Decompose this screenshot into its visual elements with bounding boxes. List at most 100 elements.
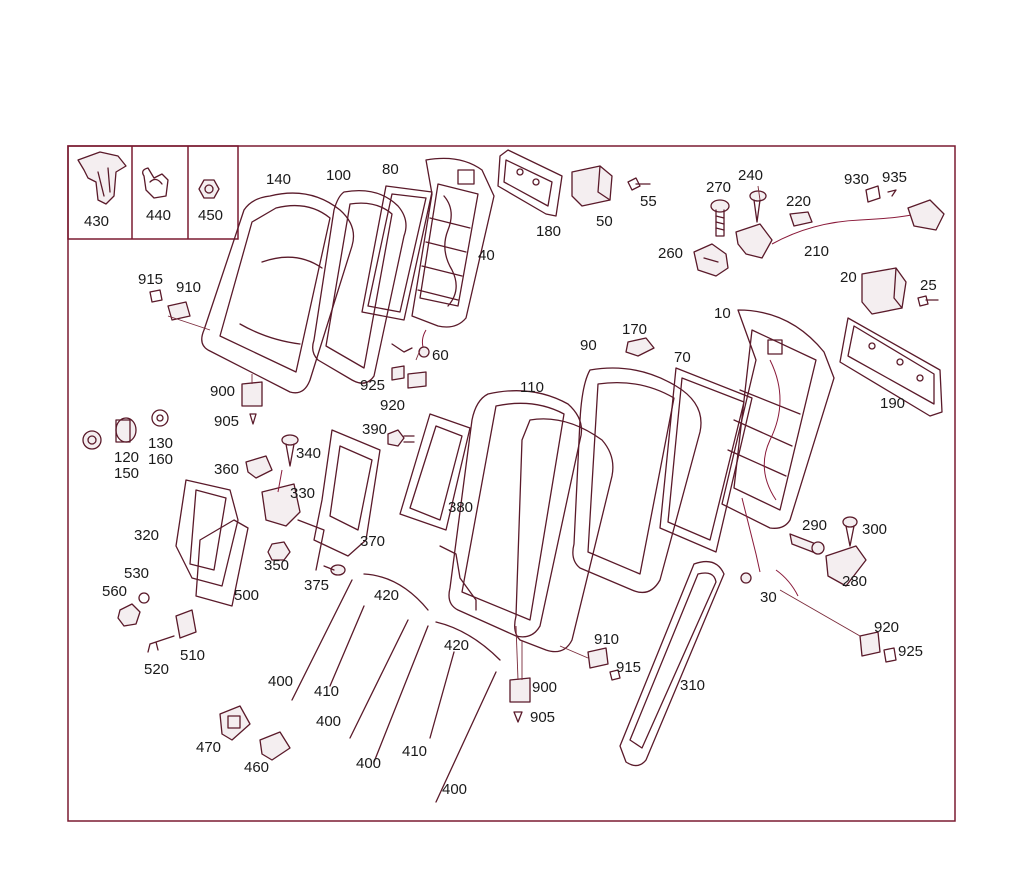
label-240: 240 — [738, 167, 763, 184]
label-400-d: 400 — [442, 781, 467, 798]
label-55: 55 — [640, 193, 657, 210]
label-150: 150 — [114, 465, 139, 482]
label-290: 290 — [802, 517, 827, 534]
label-80: 80 — [382, 161, 399, 178]
label-520: 520 — [144, 661, 169, 678]
label-380: 380 — [448, 499, 473, 516]
label-30: 30 — [760, 589, 777, 606]
label-280: 280 — [842, 573, 867, 590]
panel-370 — [297, 429, 381, 571]
nut-350 — [267, 541, 291, 561]
latch-220-cable-210 — [735, 185, 945, 259]
heating-mat-70 — [659, 367, 753, 553]
label-60: 60 — [432, 347, 449, 364]
clip-460 — [259, 731, 291, 761]
label-350: 350 — [264, 557, 289, 574]
label-900-top: 900 — [210, 383, 235, 400]
screw-300 — [842, 516, 858, 547]
label-410-a: 410 — [314, 683, 339, 700]
backrest-cover-140 — [201, 192, 355, 394]
clip-430 — [77, 151, 127, 205]
clip-170 — [625, 337, 655, 357]
label-190: 190 — [880, 395, 905, 412]
label-925-top: 925 — [360, 377, 385, 394]
backrest-frame-10 — [721, 309, 835, 529]
label-530: 530 — [124, 565, 149, 582]
label-370: 370 — [360, 533, 385, 550]
label-510: 510 — [180, 647, 205, 664]
label-310: 310 — [680, 677, 705, 694]
diagram-frame — [67, 145, 956, 822]
bolt-270 — [710, 199, 730, 237]
wire-rods — [291, 573, 501, 803]
label-410-b: 410 — [402, 743, 427, 760]
bracket-280 — [825, 545, 867, 587]
label-920-bottom: 920 — [874, 619, 899, 636]
panel-380 — [399, 413, 471, 531]
label-930: 930 — [844, 171, 869, 188]
nut-450 — [198, 179, 220, 199]
label-330: 330 — [290, 485, 315, 502]
connector-30 — [740, 497, 799, 597]
label-170: 170 — [622, 321, 647, 338]
backrest-cover-110 — [439, 390, 614, 653]
clips-925-920 — [391, 365, 427, 389]
clip-440 — [142, 167, 169, 199]
label-915-bottom: 915 — [616, 659, 641, 676]
label-360: 360 — [214, 461, 239, 478]
clip-470 — [219, 705, 251, 741]
label-110: 110 — [520, 379, 544, 396]
cap-20 — [861, 267, 907, 315]
callout-labels: 430 440 450 140 100 80 40 180 50 55 270 … — [84, 161, 937, 798]
housing-320 — [175, 479, 239, 587]
label-300: 300 — [862, 521, 887, 538]
label-900-bottom: 900 — [532, 679, 557, 696]
clip-25 — [917, 295, 939, 307]
label-910-bottom: 910 — [594, 631, 619, 648]
label-400-a: 400 — [268, 673, 293, 690]
label-130: 130 — [148, 435, 173, 452]
label-40: 40 — [478, 247, 495, 264]
bolt-390 — [387, 429, 415, 447]
label-120: 120 — [114, 449, 139, 466]
trim-panel-180 — [497, 149, 563, 217]
label-25: 25 — [920, 277, 937, 294]
label-260: 260 — [658, 245, 683, 262]
backrest-pad-100 — [312, 189, 407, 384]
screw-240 — [749, 190, 767, 223]
clip-55 — [627, 177, 651, 191]
label-140: 140 — [266, 171, 291, 188]
bolt-290 — [789, 533, 825, 555]
bushing-150 — [115, 417, 137, 443]
label-100: 100 — [326, 167, 351, 184]
label-400-c: 400 — [356, 755, 381, 772]
label-935: 935 — [882, 169, 907, 186]
leader-lines — [167, 185, 861, 681]
clips-900-905 — [241, 381, 531, 723]
parts-530-560-510-520 — [117, 592, 197, 653]
label-70: 70 — [674, 349, 691, 366]
label-915-top: 915 — [138, 271, 163, 288]
label-430: 430 — [84, 213, 109, 230]
screw-340 — [281, 434, 299, 467]
washer-130-160 — [151, 409, 169, 427]
bracket-500 — [195, 519, 249, 607]
side-bolster-310 — [619, 560, 725, 767]
label-180: 180 — [536, 223, 561, 240]
label-220: 220 — [786, 193, 811, 210]
label-420-b: 420 — [444, 637, 469, 654]
label-375: 375 — [304, 577, 329, 594]
label-920-top: 920 — [380, 397, 405, 414]
label-460: 460 — [244, 759, 269, 776]
label-905-bottom: 905 — [530, 709, 555, 726]
cap-50 — [571, 165, 613, 207]
label-20: 20 — [840, 269, 857, 286]
label-390: 390 — [362, 421, 387, 438]
inset-small-parts-box — [67, 145, 239, 240]
grommet-120 — [82, 430, 102, 450]
trim-panel-190 — [839, 317, 943, 417]
bracket-360 — [245, 455, 273, 479]
bracket-260 — [693, 243, 729, 277]
label-420-a: 420 — [374, 587, 399, 604]
